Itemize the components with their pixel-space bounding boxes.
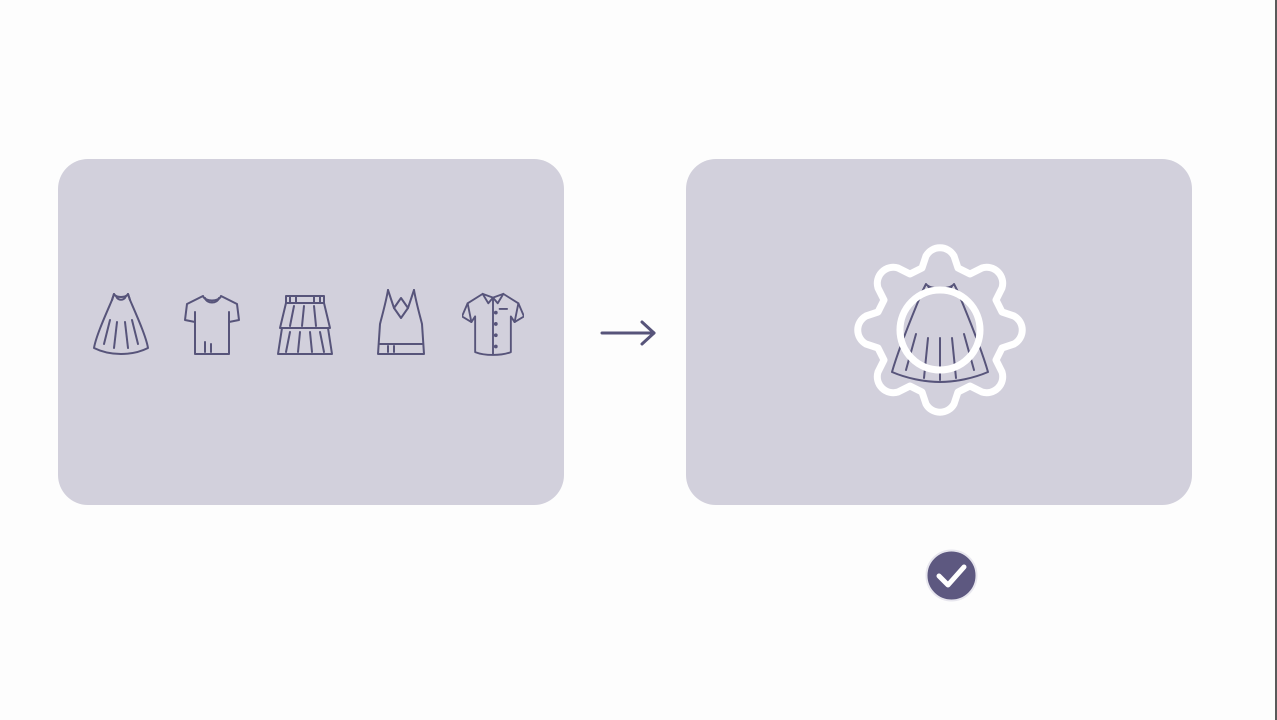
gear-icon (844, 234, 1036, 426)
tiered-skirt-icon (274, 286, 336, 360)
check-circle-icon (925, 549, 978, 602)
collared-shirt-icon (462, 286, 524, 360)
right-edge-divider (1275, 0, 1277, 720)
flared-top-icon (90, 286, 152, 360)
arrow-right-icon (598, 318, 660, 348)
cami-top-icon (370, 286, 432, 360)
customization-panel (686, 159, 1192, 505)
tshirt-icon (181, 286, 243, 360)
